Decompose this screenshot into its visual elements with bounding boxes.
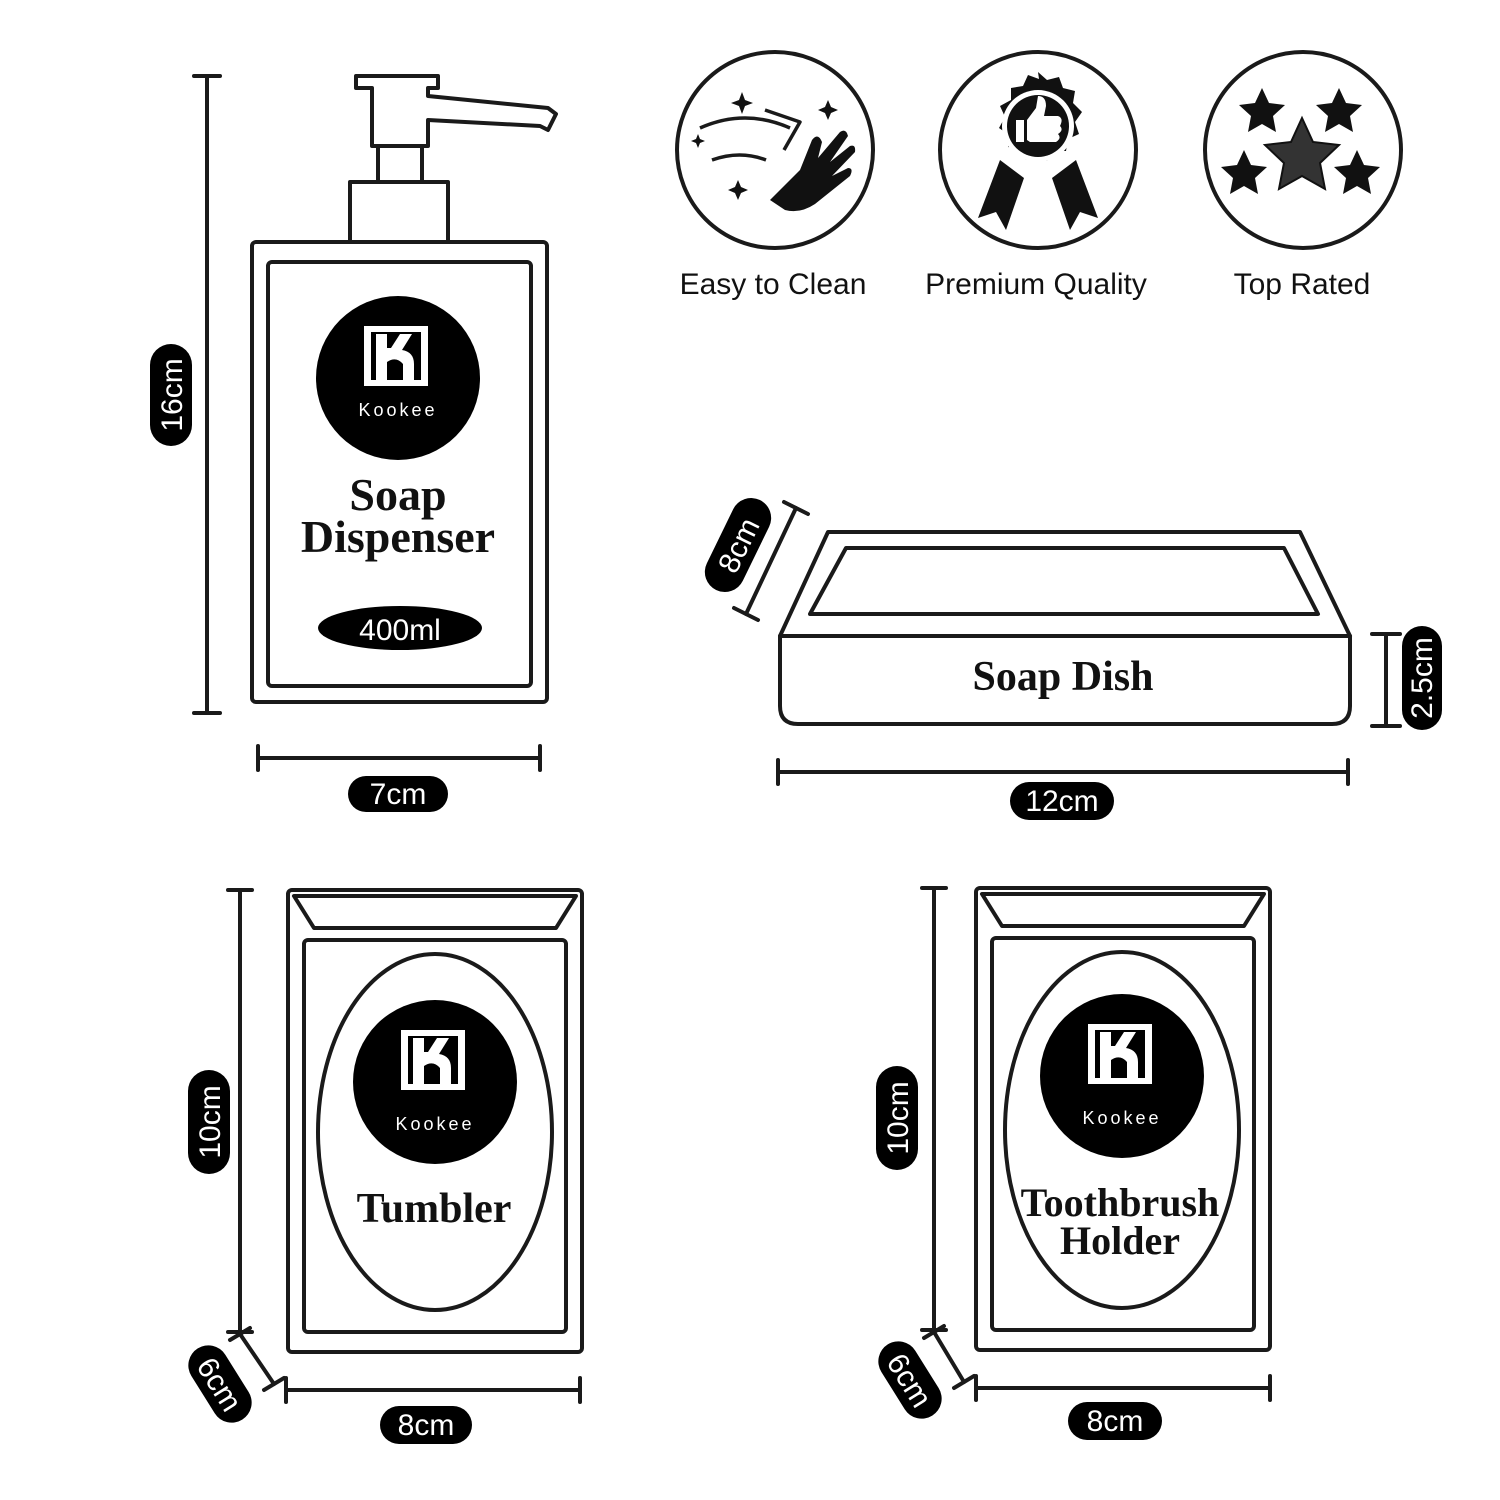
capacity-text: 400ml <box>359 614 441 647</box>
feature-circle <box>1203 50 1403 250</box>
kookee-logo: Kookee <box>1040 994 1204 1158</box>
holder-rim <box>980 892 1266 928</box>
soap-dispenser: Kookee Soap Dispenser 400ml 16cm 7cm <box>150 74 558 812</box>
pump-head <box>354 74 558 148</box>
feature-label: Top Rated <box>1234 268 1371 301</box>
height-label: 10cm <box>194 1085 227 1158</box>
product-name: Holder <box>1060 1218 1180 1263</box>
tumbler-panel <box>302 938 568 1334</box>
feature-top-rated: Top Rated <box>1203 50 1403 301</box>
tumbler-body <box>286 888 584 1354</box>
width-label: 12cm <box>1025 785 1098 818</box>
width-label: 8cm <box>1087 1405 1144 1438</box>
width-dimension: 7cm <box>256 744 542 812</box>
width-label: 7cm <box>370 778 427 811</box>
product-name: Tumbler <box>357 1186 512 1232</box>
pump-collar <box>376 144 424 184</box>
tumbler-oval-label <box>316 952 554 1312</box>
height-label: 16cm <box>156 358 189 431</box>
tumbler: Kookee Tumbler 10cm 6cm 8cm <box>188 888 584 1444</box>
product-name: Soap Dish <box>973 654 1154 700</box>
product-name: Dispenser <box>301 511 495 562</box>
brand-name: Kookee <box>358 400 437 420</box>
brand-name: Kookee <box>1082 1108 1161 1128</box>
depth-dimension: 8cm <box>704 498 810 622</box>
width-dimension: 12cm <box>776 758 1350 820</box>
feature-label: Premium Quality <box>925 268 1147 301</box>
height-dimension: 10cm <box>188 888 254 1334</box>
height-dimension: 10cm <box>876 886 948 1332</box>
feature-circle <box>938 50 1138 250</box>
height-dimension: 16cm <box>150 74 222 715</box>
feature-label: Easy to Clean <box>680 268 867 301</box>
kookee-logo: Kookee <box>316 296 480 460</box>
pump-neck <box>348 180 450 244</box>
kookee-logo: Kookee <box>353 1000 517 1164</box>
feature-easy-to-clean: Easy to Clean <box>675 50 875 301</box>
height-dimension: 2.5cm <box>1370 626 1442 730</box>
holder-oval-label <box>1003 950 1241 1310</box>
dispenser-label-area <box>266 260 533 688</box>
product-name: Toothbrush <box>1021 1180 1220 1225</box>
width-label: 8cm <box>398 1409 455 1442</box>
soap-dish: Soap Dish 8cm 2.5cm 12cm <box>704 498 1442 820</box>
height-label: 10cm <box>882 1081 915 1154</box>
holder-panel <box>990 936 1256 1332</box>
feature-premium-quality: Premium Quality <box>925 50 1147 301</box>
stars-icon <box>1221 88 1380 194</box>
width-dimension: 8cm <box>974 1374 1272 1440</box>
dish-front <box>778 634 1352 726</box>
depth-dimension: 6cm <box>188 1326 286 1423</box>
brand-name: Kookee <box>395 1114 474 1134</box>
tumbler-rim <box>292 894 578 930</box>
depth-dimension: 6cm <box>878 1324 976 1419</box>
dish-tray <box>808 546 1320 616</box>
dispenser-body <box>250 240 549 704</box>
toothbrush-holder: Kookee Toothbrush Holder 10cm 6cm 8cm <box>876 886 1272 1440</box>
width-dimension: 8cm <box>284 1376 582 1444</box>
thumbs-up-ribbon-icon <box>978 72 1098 230</box>
product-name: Soap <box>349 469 446 520</box>
holder-body <box>974 886 1272 1352</box>
feature-circle <box>675 50 875 250</box>
capacity-badge <box>318 606 482 650</box>
hand-clean-icon <box>691 92 856 212</box>
height-label: 2.5cm <box>1406 637 1439 719</box>
